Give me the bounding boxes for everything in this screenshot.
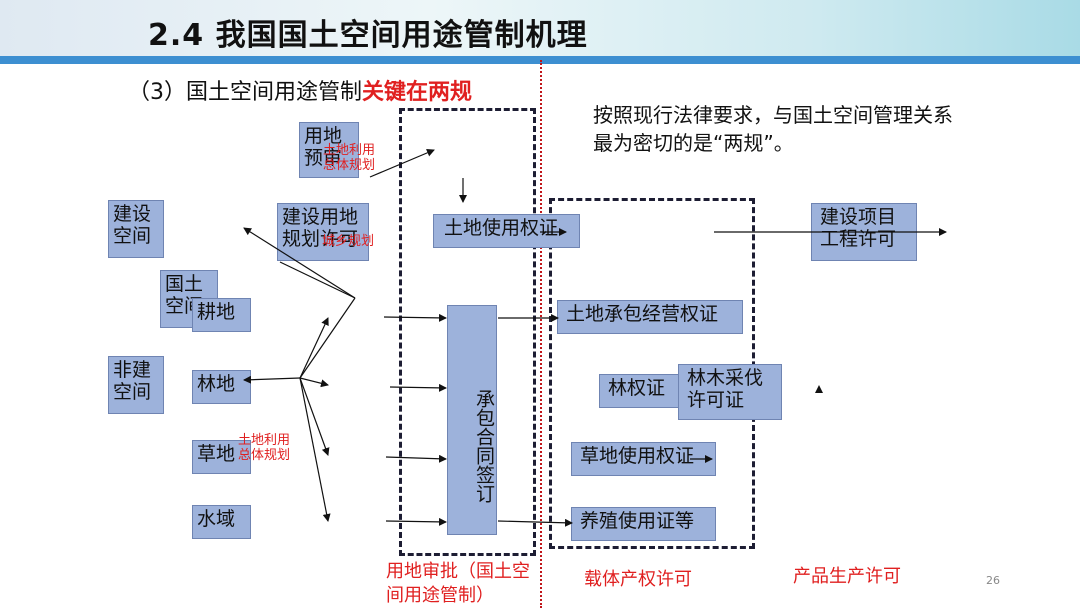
divider-line [540,60,542,608]
arrow-right-forest [299,377,329,388]
construction-permit-line1: 建设用地 [282,206,359,228]
nonconstruction-line2: 空间 [113,381,152,403]
territorial-space-line1: 国土 [165,273,204,295]
forest-label: 林地 [197,373,236,395]
grassland-box: 草地 [192,440,251,474]
land-plan-note-top-line2: 总体规划 [323,158,376,173]
farmland-box: 耕地 [192,298,251,332]
subtitle-prefix: （3）国土空间用途管制 [128,80,362,105]
arrow-water-to-contract [385,517,447,526]
contract-signing-box: 承包合同签订 [447,305,497,535]
label-product-permit: 产品生产许可 [793,566,901,587]
grassland-right-box: 草地使用权证 [571,442,716,476]
contract-signing-label: 承包合同签订 [473,389,495,503]
arrow-contract-to-aquaculture [497,518,573,527]
land-plan-note-bottom-line2: 总体规划 [238,448,291,463]
water-box: 水域 [192,505,251,539]
land-contract-right-label: 土地承包经营权证 [566,303,719,325]
forest-right-label: 林权证 [608,377,666,399]
grassland-label: 草地 [197,443,236,465]
land-plan-note-top-line1: 土地利用 [323,143,376,158]
farmland-label: 耕地 [197,301,236,323]
subtitle-highlight: 关键在两规 [362,80,473,105]
approval-frame [399,108,536,556]
page-number: 26 [986,574,1000,587]
subtitle: （3）国土空间用途管制关键在两规 [128,74,472,106]
logging-permit-line1: 林木采伐 [687,367,764,389]
land-preexam-line1: 用地 [304,125,343,147]
aquaculture-label: 养殖使用证等 [580,510,695,532]
arrow-to-water-hub [299,377,331,522]
nonconstruction-space-box: 非建 空间 [108,356,164,414]
construction-space-box: 建设 空间 [108,200,164,258]
label-land-approval: 用地审批（国土空间用途管制） [386,561,530,606]
construction-permit-box: 建设用地 规划许可 [277,203,369,261]
land-use-right-label: 土地使用权证 [444,217,559,239]
land-use-right-box: 土地使用权证 [433,214,580,248]
aquaculture-box: 养殖使用证等 [571,507,716,541]
arrow-to-construction-space [243,227,356,299]
small-triangle-mark [815,385,823,393]
land-preexam-line2: 预审 [304,147,343,169]
arrow-farmland-to-contract [383,313,447,322]
land-plan-note-bottom: 土地利用 总体规划 [238,433,290,463]
logging-permit-box: 林木采伐 许可证 [678,364,782,420]
land-plan-note-top: 土地利用 总体规划 [323,143,375,173]
land-preexam-box: 用地 预审 [299,122,359,178]
arrow-grass-to-contract [385,454,447,463]
arrow-up-hub [299,317,329,379]
water-label: 水域 [197,508,236,530]
header-banner [0,0,1080,56]
line-hub-to-forest [299,297,356,379]
forest-box: 林地 [192,370,251,404]
construction-space-line1: 建设 [113,203,152,225]
note-text: 按照现行法律要求，与国土空间管理关系最为密切的是“两规”。 [593,103,953,155]
line-hub-to-permit [279,261,356,299]
arrow-to-grassland-hub [299,377,330,456]
construction-space-line2: 空间 [113,225,152,247]
land-contract-right-box: 土地承包经营权证 [557,300,743,334]
land-plan-note-bottom-line1: 土地利用 [238,433,291,448]
forest-right-box: 林权证 [599,374,679,408]
arrow-forest-to-contract [389,383,447,392]
project-permit-line2: 工程许可 [820,228,897,250]
slide-title: 2.4 我国国土空间用途管制机理 [148,18,588,53]
construction-permit-line2: 规划许可 [282,228,359,250]
grassland-right-label: 草地使用权证 [580,445,695,467]
urban-rural-plan-note: 城乡规划 [322,234,375,249]
project-permit-line1: 建设项目 [820,206,897,228]
arrow-permit-to-plan [369,149,435,178]
label-property-permit: 载体产权许可 [584,569,692,590]
nonconstruction-line1: 非建 [113,359,152,381]
logging-permit-line2: 许可证 [687,389,745,411]
arrow-to-forest [243,375,301,384]
